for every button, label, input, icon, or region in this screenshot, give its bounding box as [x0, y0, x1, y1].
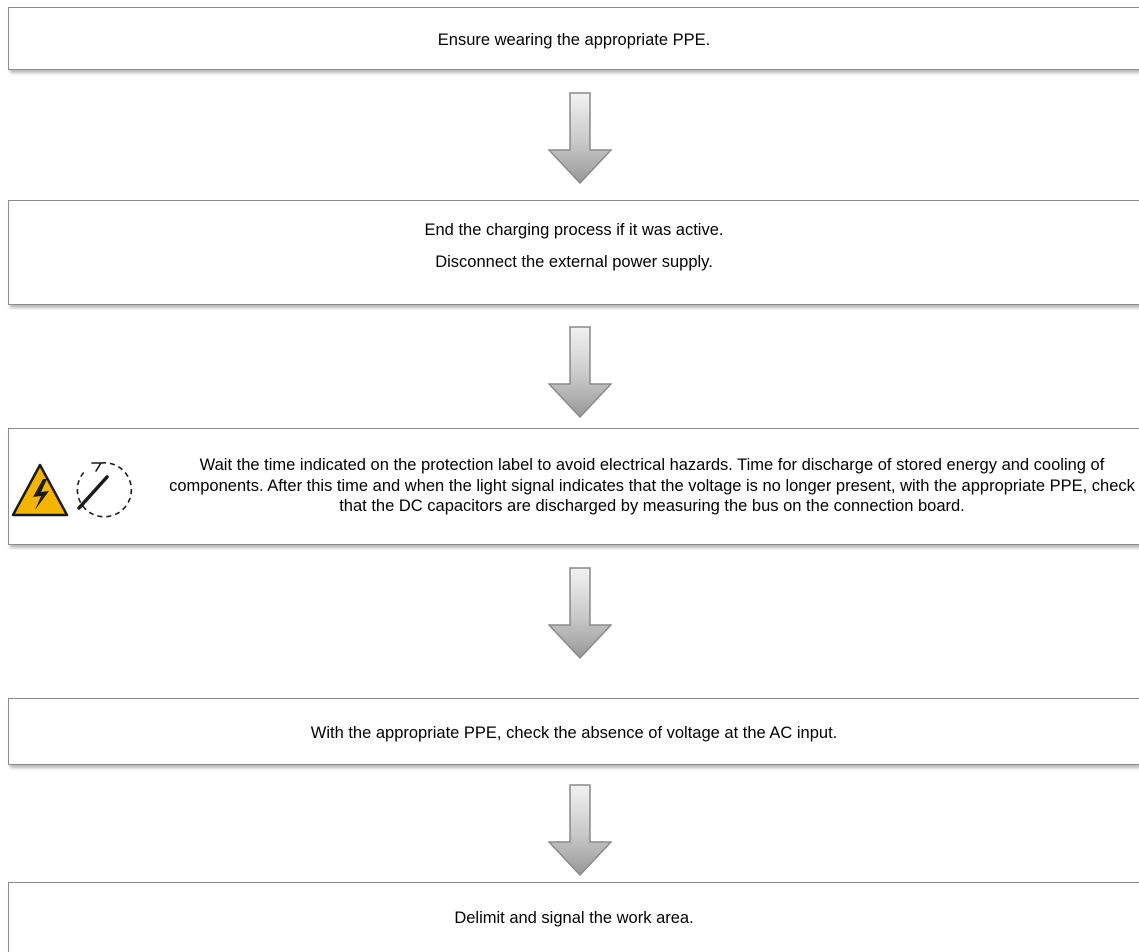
down-arrow-icon [548, 567, 612, 659]
electrical-hazard-warning-icon [11, 463, 69, 517]
step-box-delimit-area: Delimit and signal the work area. [8, 882, 1139, 952]
step-box-check-ac-input: With the appropriate PPE, check the abse… [8, 698, 1139, 765]
step-text: Wait the time indicated on the protectio… [169, 456, 1135, 515]
step-text: With the appropriate PPE, check the abse… [310, 724, 838, 742]
step-box-end-charging: End the charging process if it was activ… [8, 200, 1139, 305]
down-arrow-icon [548, 326, 612, 418]
discharge-timer-icon [76, 462, 133, 518]
step-text: Ensure wearing the appropriate PPE. [437, 31, 711, 49]
step-icons [9, 459, 169, 521]
step-text: Delimit and signal the work area. [454, 909, 694, 927]
step-text: End the charging process if it was activ… [424, 221, 724, 239]
down-arrow-icon [548, 784, 612, 876]
step-box-ensure-ppe: Ensure wearing the appropriate PPE. [8, 7, 1139, 70]
step-text: Disconnect the external power supply. [435, 252, 713, 271]
step-box-wait-discharge: Wait the time indicated on the protectio… [8, 428, 1139, 545]
down-arrow-icon [548, 92, 612, 184]
